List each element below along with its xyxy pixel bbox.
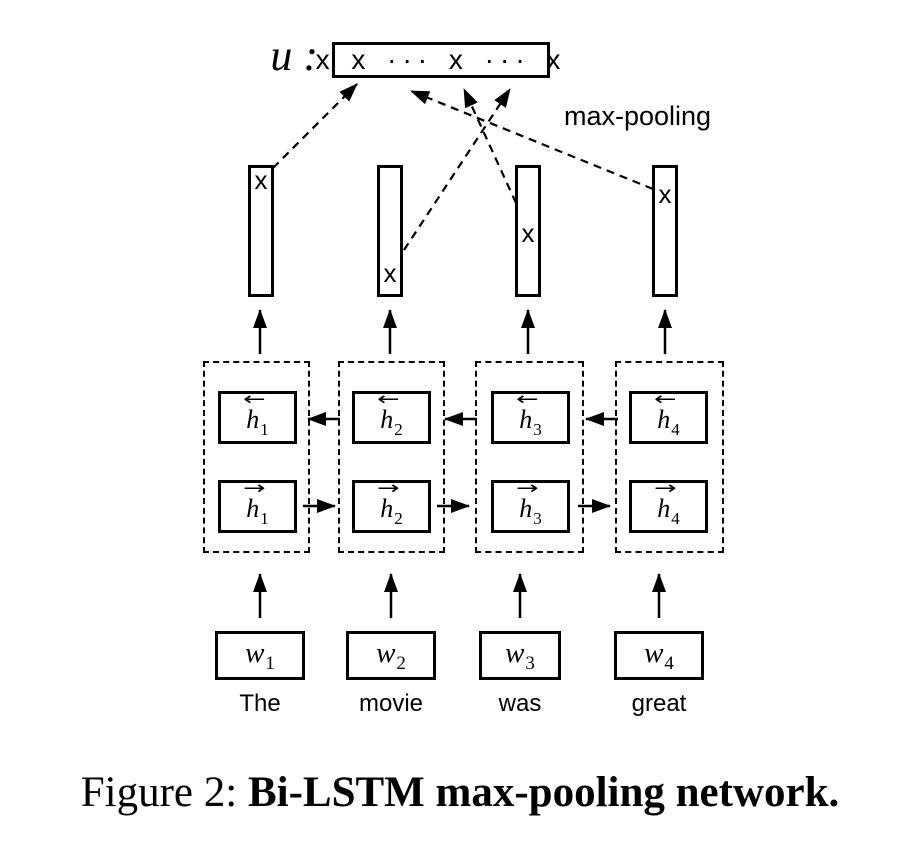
forward-lstm-unit-3: →h3	[491, 480, 570, 533]
max-cell-mark: x	[658, 179, 672, 209]
word-label-3: was	[498, 690, 542, 717]
embedding-label: w3	[505, 636, 535, 674]
hidden-state-label: ←h3	[516, 389, 542, 439]
feature-bar-3: x	[515, 165, 541, 297]
max-cell-mark: x	[383, 258, 397, 288]
pooled-vector-values: x x ··· x ··· x	[315, 44, 567, 75]
overleftarrow-icon: ←	[377, 389, 400, 410]
backward-lstm-unit-4: ←h4	[629, 391, 708, 444]
hidden-state-label: ←h1	[243, 389, 269, 439]
bilstm-column-1	[203, 361, 310, 553]
maxpool-arrow-bar3-to-u	[462, 88, 518, 204]
output-vector-label: u :	[270, 31, 318, 80]
overleftarrow-icon: ←	[516, 389, 539, 410]
figure-caption: Figure 2: Bi-LSTM max-pooling network.	[0, 768, 920, 817]
embedding-label: w2	[376, 636, 406, 674]
forward-lstm-unit-2: →h2	[352, 480, 431, 533]
feature-bar-1: x	[248, 165, 274, 297]
overrightarrow-icon: →	[243, 478, 266, 499]
feature-bar-4: x	[652, 165, 678, 297]
word-label-4: great	[631, 690, 687, 717]
overrightarrow-icon: →	[654, 478, 677, 499]
caption-label: Figure 2:	[80, 769, 238, 816]
word-embedding-box-2: w2	[346, 631, 436, 680]
backward-lstm-unit-2: ←h2	[352, 391, 431, 444]
caption-title: Bi-LSTM max-pooling network.	[247, 769, 840, 816]
word-embedding-box-4: w4	[614, 631, 704, 680]
hidden-state-label: →h3	[516, 478, 542, 528]
maxpool-arrow-bar1-to-u	[272, 83, 358, 169]
max-pooling-label: max-pooling	[564, 101, 712, 131]
max-cell-mark: x	[521, 218, 535, 248]
overrightarrow-icon: →	[377, 478, 400, 499]
hidden-state-label: ←h4	[654, 389, 680, 439]
forward-lstm-unit-1: →h1	[218, 480, 297, 533]
word-embedding-box-1: w1	[215, 631, 305, 680]
word-label-1: The	[239, 690, 281, 717]
embedding-label: w1	[245, 636, 275, 674]
max-cell-mark: x	[254, 165, 268, 195]
backward-lstm-unit-1: ←h1	[218, 391, 297, 444]
hidden-state-label: ←h2	[377, 389, 403, 439]
hidden-state-label: →h2	[377, 478, 403, 528]
output-vector-box: x x ··· x ··· x	[316, 42, 560, 78]
hidden-state-label: →h1	[243, 478, 269, 528]
embedding-label: w4	[644, 636, 674, 674]
feature-bar-2: x	[377, 165, 403, 297]
word-embedding-box-3: w3	[479, 631, 561, 680]
forward-lstm-unit-4: →h4	[629, 480, 708, 533]
bilstm-column-3	[475, 361, 584, 553]
overrightarrow-icon: →	[516, 478, 539, 499]
backward-lstm-unit-3: ←h3	[491, 391, 570, 444]
bilstm-column-2	[338, 361, 445, 553]
overleftarrow-icon: ←	[654, 389, 677, 410]
hidden-state-label: →h4	[654, 478, 680, 528]
maxpool-arrow-bar2-to-u	[403, 88, 511, 251]
word-label-2: movie	[358, 690, 424, 717]
bilstm-column-4	[615, 361, 724, 553]
overleftarrow-icon: ←	[243, 389, 266, 410]
